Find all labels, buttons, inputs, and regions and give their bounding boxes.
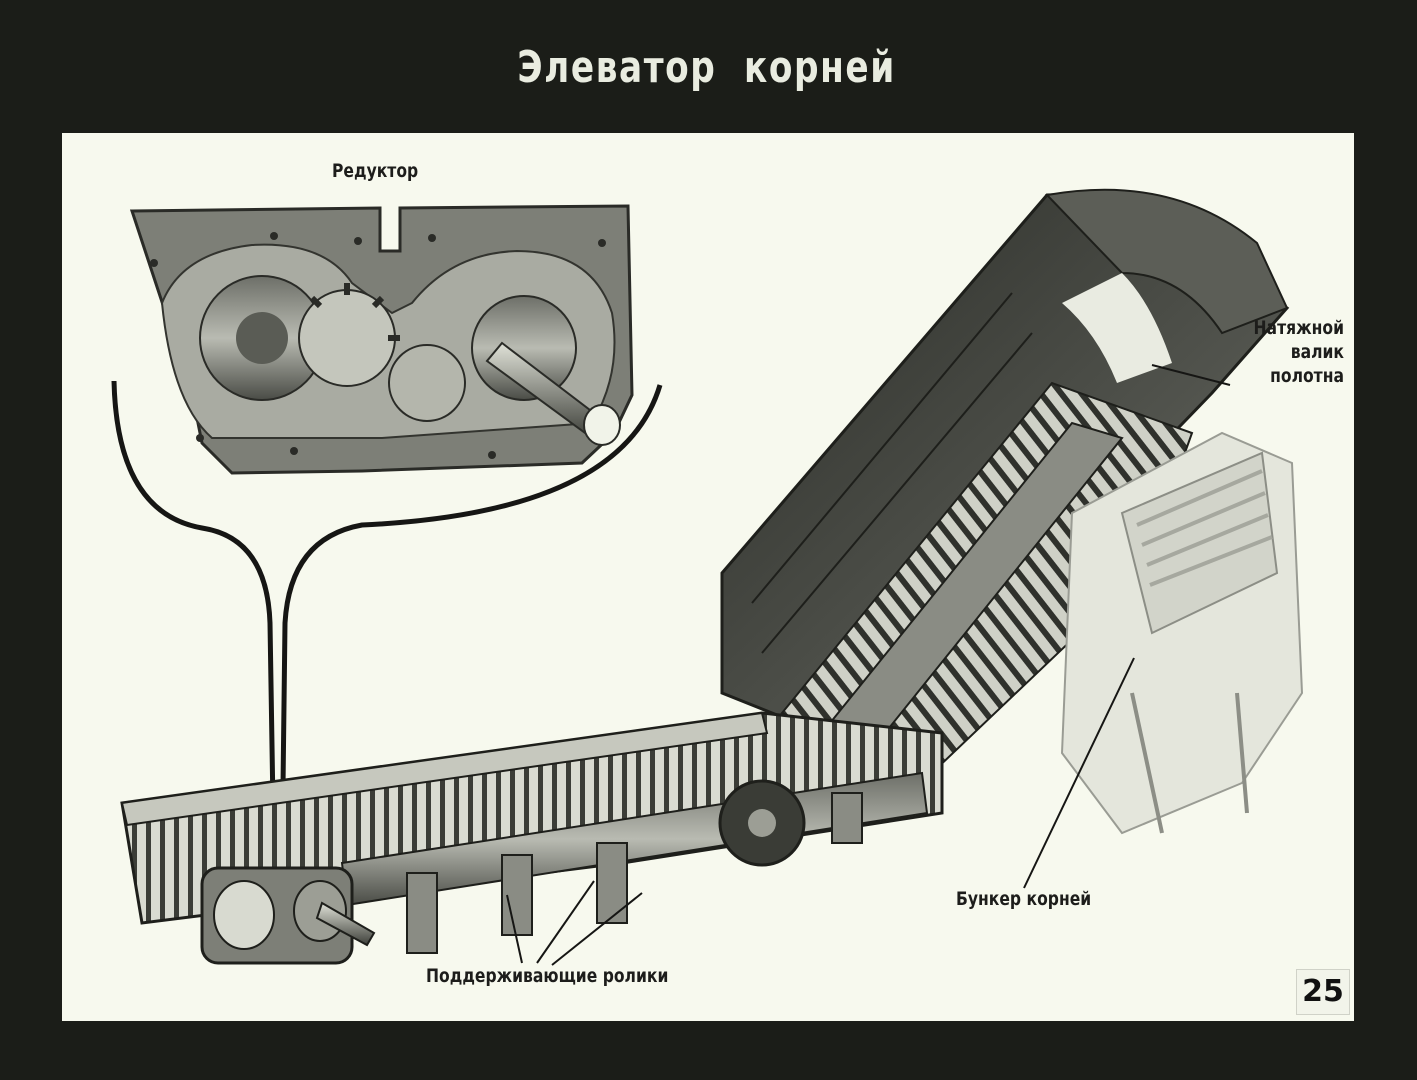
- root-bin: [1060, 431, 1304, 835]
- tension-roller-label-line2: валик: [1290, 341, 1344, 363]
- reducer-housing: [129, 204, 634, 475]
- inclined-elevator: [720, 188, 1290, 775]
- reducer-label: Редуктор: [332, 160, 419, 182]
- drive-gearbox: [200, 866, 376, 965]
- support-rollers-label: Поддерживающие ролики: [426, 965, 669, 987]
- leader-lines: [506, 364, 1231, 966]
- elevator-illustration: [111, 188, 1304, 966]
- slide-title: Элеватор корней: [517, 42, 896, 93]
- tension-roller-label: Натяжной валик полотна: [1210, 316, 1344, 388]
- page-number: 25: [1296, 969, 1350, 1015]
- diagram-panel: Редуктор Натяжной валик полотна Бункер к…: [62, 133, 1354, 1021]
- root-bin-label: Бункер корней: [956, 888, 1092, 910]
- tension-roller-label-line1: Натяжной: [1253, 317, 1344, 339]
- tension-roller-label-line3: полотна: [1270, 365, 1344, 387]
- callout-line: [111, 380, 663, 871]
